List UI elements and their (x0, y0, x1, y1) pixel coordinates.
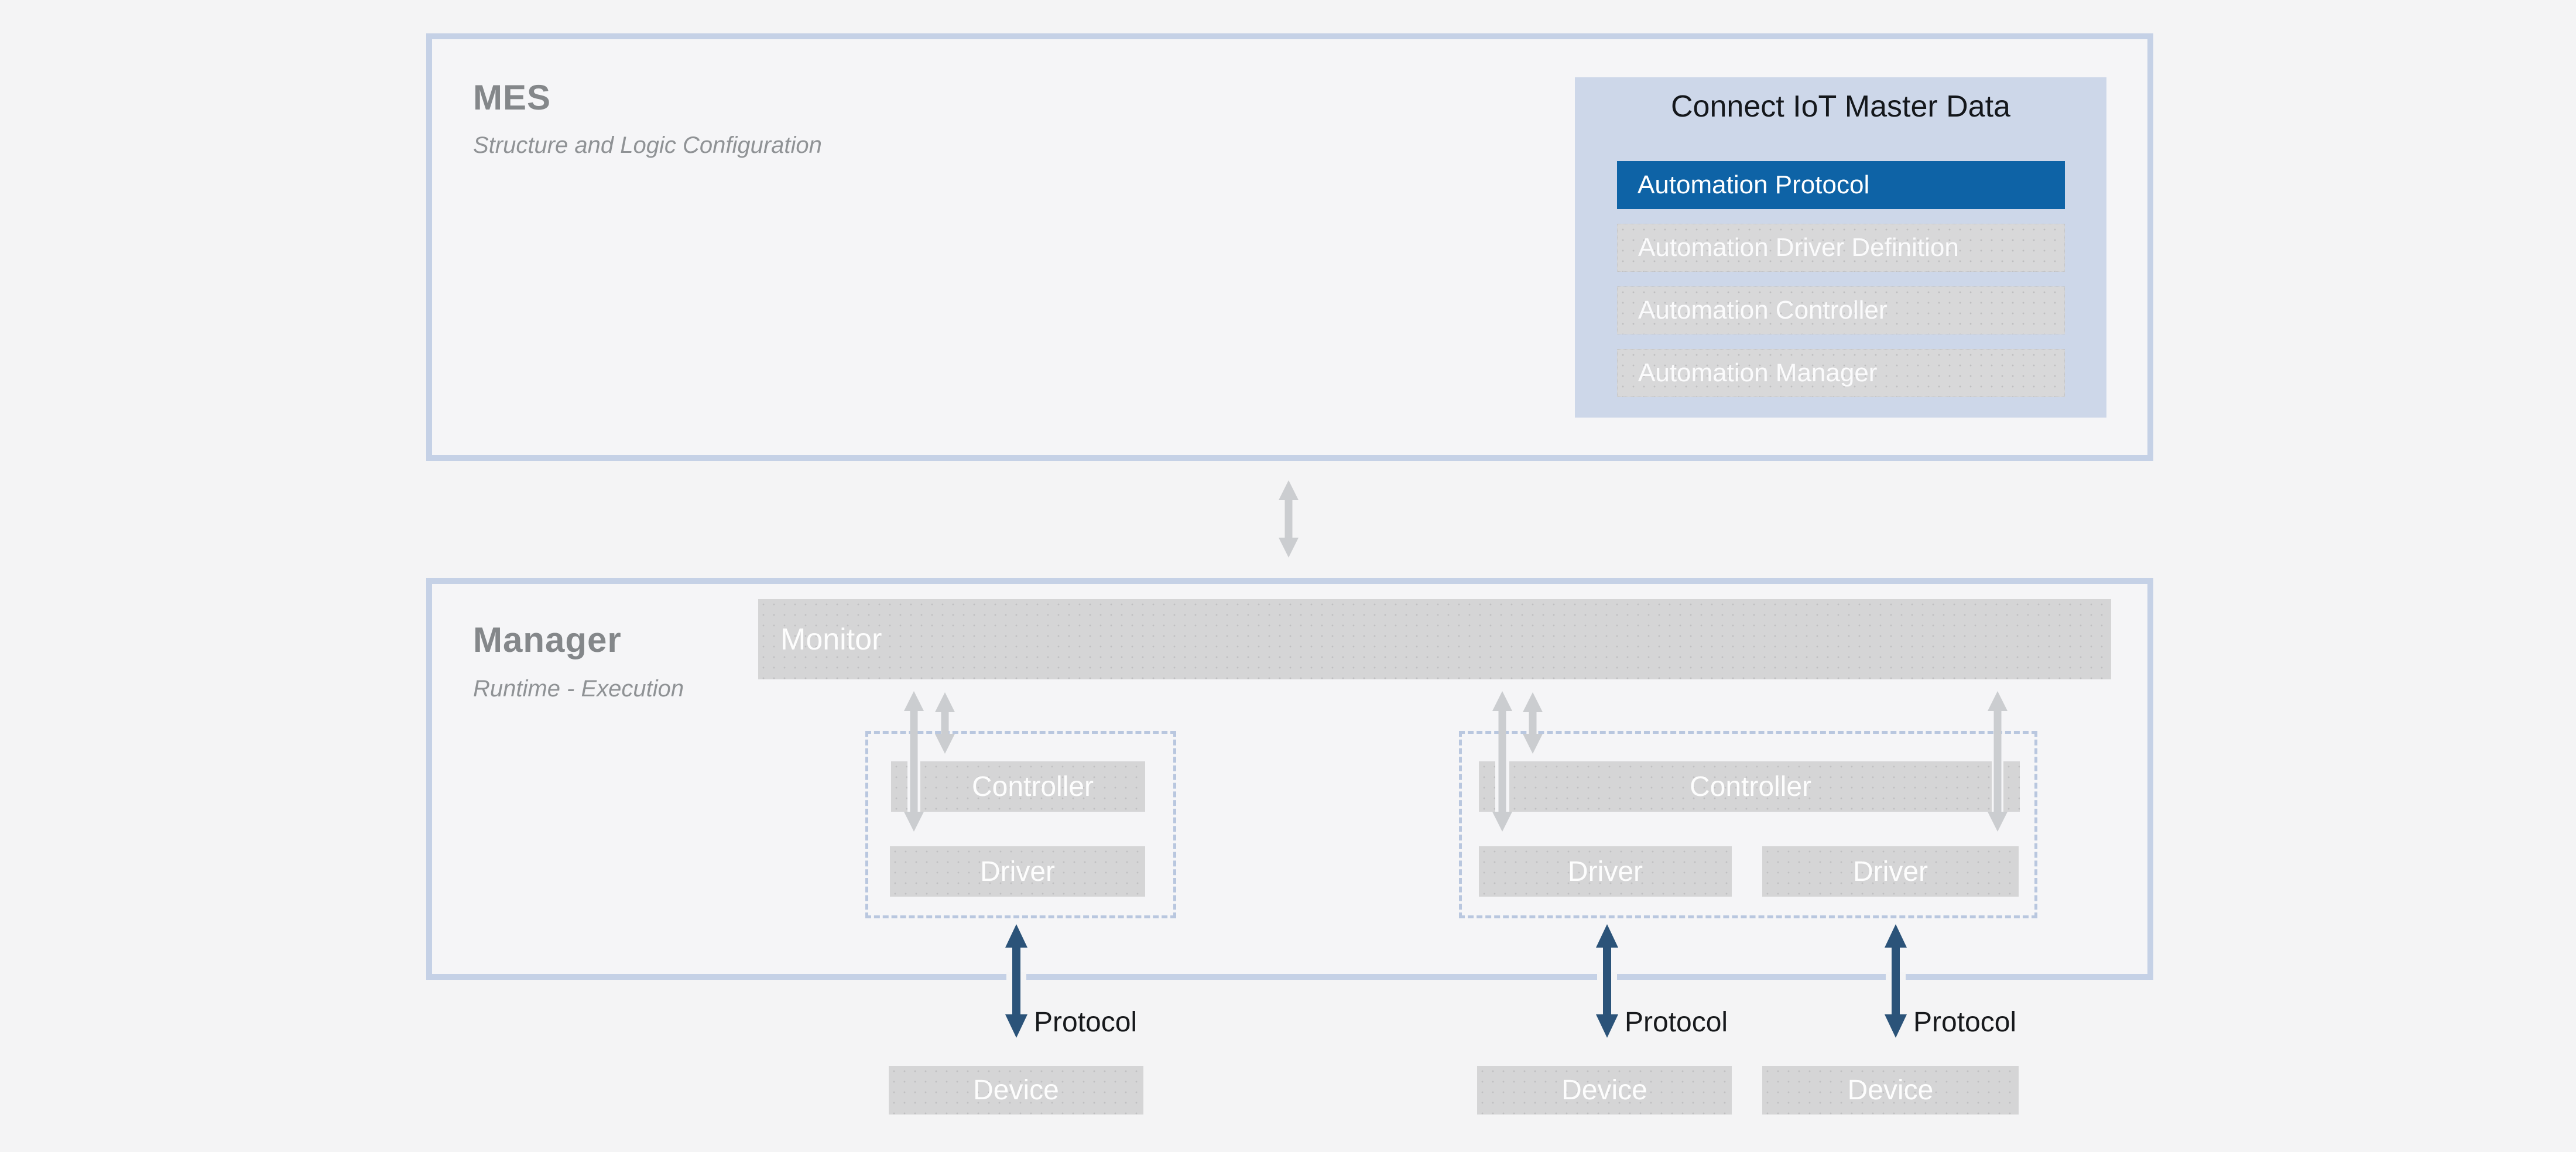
menu-item-automation-protocol[interactable]: Automation Protocol (1617, 161, 2065, 209)
driver-bar-3: Driver (1762, 846, 2019, 897)
monitor-controller-2-right-arrow-icon (1988, 691, 2008, 832)
protocol-label-2: Protocol (1625, 1007, 1728, 1038)
monitor-controller-1-long-arrow-icon (904, 691, 924, 832)
menu-item-automation-controller[interactable]: Automation Controller (1617, 286, 2065, 334)
protocol-label-3: Protocol (1913, 1007, 2017, 1038)
controller-bar-1-left-segment (891, 761, 907, 812)
monitor-bar: Monitor (758, 599, 2111, 679)
device-bar-2: Device (1477, 1066, 1732, 1115)
controller-bar-2-left-segment (1479, 761, 1495, 812)
driver-bar-1: Driver (890, 846, 1145, 897)
protocol-arrow-1-icon (1005, 924, 1027, 1038)
mes-manager-double-arrow-icon (1279, 480, 1299, 558)
device-bar-3: Device (1762, 1066, 2019, 1115)
mes-subtitle: Structure and Logic Configuration (473, 132, 822, 158)
menu-item-automation-driver-definition[interactable]: Automation Driver Definition (1617, 224, 2065, 272)
menu-item-automation-manager[interactable]: Automation Manager (1617, 349, 2065, 397)
device-bar-1: Device (889, 1066, 1143, 1115)
monitor-controller-1-short-arrow-icon (935, 692, 955, 754)
driver-bar-2: Driver (1479, 846, 1732, 897)
manager-subtitle: Runtime - Execution (473, 676, 684, 702)
controller-bar-2-right-segment (2003, 761, 2020, 812)
monitor-controller-2-short-arrow-icon (1523, 692, 1543, 754)
protocol-label-1: Protocol (1034, 1007, 1138, 1038)
controller-bar-1: Controller (920, 761, 1145, 812)
manager-title: Manager (473, 620, 622, 659)
controller-group-2 (1459, 731, 2037, 918)
monitor-controller-2-long-arrow-icon (1492, 691, 1512, 832)
protocol-arrow-3-icon (1885, 924, 1907, 1038)
mes-title: MES (473, 78, 551, 117)
controller-group-1 (865, 731, 1176, 918)
master-data-panel-title: Connect IoT Master Data (1671, 90, 2010, 124)
protocol-arrow-2-icon (1596, 924, 1618, 1038)
controller-bar-2: Controller (1509, 761, 1992, 812)
